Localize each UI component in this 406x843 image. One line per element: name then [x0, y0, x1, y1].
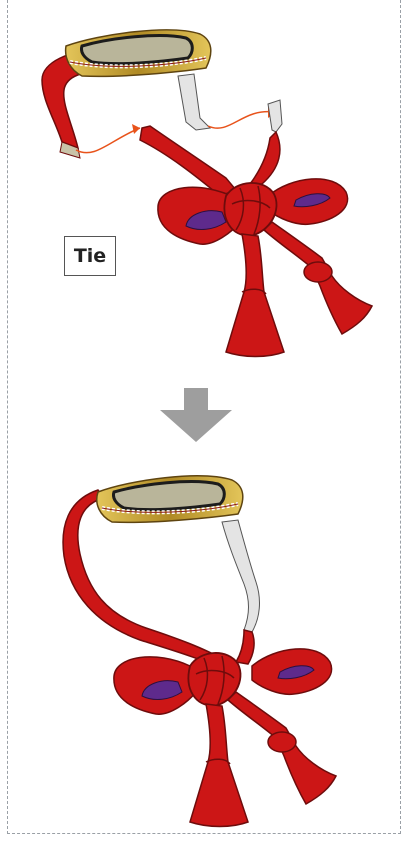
down-arrow-icon	[158, 388, 234, 444]
bow	[158, 179, 372, 357]
step-after-tying	[0, 460, 406, 840]
white-tab	[268, 100, 282, 132]
bow	[114, 649, 336, 827]
upper-ribbon	[140, 126, 236, 196]
bow-tail-left	[226, 234, 284, 357]
strap-ribbon	[236, 630, 254, 664]
white-strap	[222, 520, 259, 632]
curved-arrow-icon	[208, 106, 276, 128]
tie-step-label: Tie	[64, 236, 116, 276]
after-illustration	[0, 460, 406, 840]
bow-tail-left	[190, 704, 248, 827]
step-before-tying: Tie	[0, 0, 406, 375]
before-illustration	[0, 0, 406, 375]
tab-ribbon	[250, 132, 280, 184]
white-strap	[178, 74, 210, 130]
curved-arrow-icon	[76, 124, 140, 153]
